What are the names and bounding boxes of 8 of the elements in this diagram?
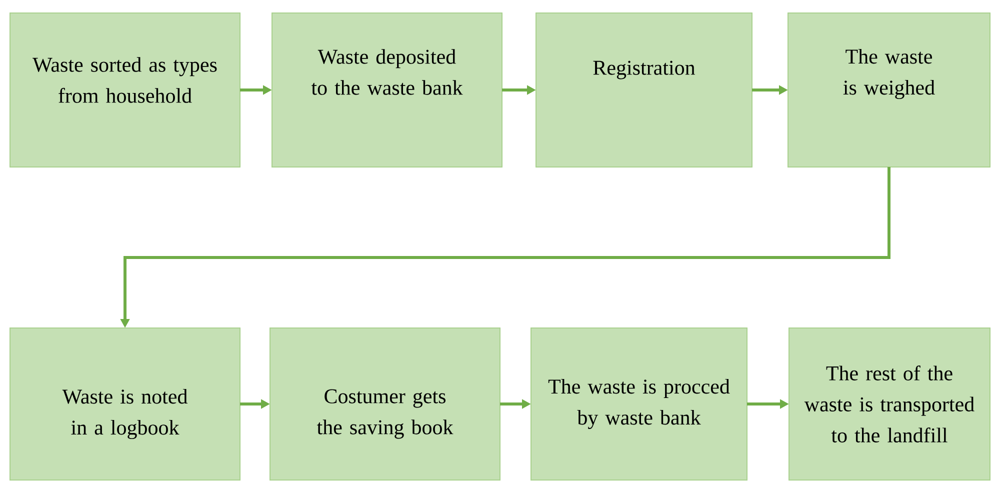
- process-box: Waste sorted as types from household: [10, 12, 240, 168]
- process-box: The waste is weighed: [788, 12, 990, 168]
- process-box: The waste is procced by waste bank: [530, 328, 748, 480]
- process-box: Registration: [536, 12, 752, 168]
- process-box: Waste is noted in a logbook: [10, 328, 240, 480]
- process-box: The rest of the waste is transported to the landfill: [788, 328, 990, 480]
- process-box: Waste deposited to the waste bank: [272, 12, 502, 168]
- process-box: Costumer gets the saving book: [270, 328, 500, 480]
